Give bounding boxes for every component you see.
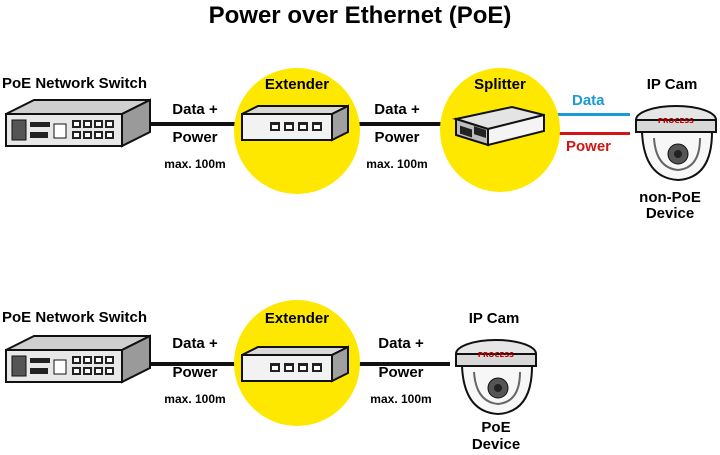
cable-extender-to-splitter bbox=[350, 122, 445, 126]
ip-camera-poe-icon: PROCESS bbox=[455, 339, 537, 416]
data-output-label: Data bbox=[572, 92, 605, 109]
link3-data-label: Data + bbox=[172, 335, 218, 352]
device-type-line1: non-PoE bbox=[639, 189, 701, 206]
device-type-line2-2: Device bbox=[471, 436, 521, 453]
link4-power-label: Power bbox=[378, 364, 424, 381]
diagram-title: Power over Ethernet (PoE) bbox=[208, 2, 512, 29]
power-line bbox=[552, 132, 630, 135]
switch-label: PoE Network Switch bbox=[2, 75, 148, 92]
link3-power-label: Power bbox=[172, 364, 218, 381]
extender-label: Extender bbox=[264, 76, 330, 93]
camera-label: IP Cam bbox=[646, 76, 698, 93]
cable-switch-to-extender-2 bbox=[150, 362, 240, 366]
link2-power-label: Power bbox=[374, 129, 420, 146]
link1-distance-label: max. 100m bbox=[164, 157, 226, 171]
device-type-line2: Device bbox=[645, 205, 695, 222]
camera-brand-text: PROCESS bbox=[658, 117, 694, 125]
link2-data-label: Data + bbox=[374, 101, 420, 118]
link1-data-label: Data + bbox=[172, 101, 218, 118]
link1-power-label: Power bbox=[172, 129, 218, 146]
link4-distance-label: max. 100m bbox=[370, 392, 432, 406]
poe-switch-icon bbox=[5, 98, 151, 148]
splitter-device-icon bbox=[452, 105, 545, 147]
device-type-line1-2: PoE bbox=[481, 419, 511, 436]
link3-distance-label: max. 100m bbox=[164, 392, 226, 406]
link4-data-label: Data + bbox=[378, 335, 424, 352]
cable-extender-to-camera bbox=[350, 362, 450, 366]
camera-label-2: IP Cam bbox=[468, 310, 520, 327]
data-line bbox=[552, 113, 630, 116]
ip-camera-non-poe-icon: PROCESS bbox=[635, 105, 717, 182]
camera-brand-text-2: PROCESS bbox=[478, 351, 514, 359]
cable-switch-to-extender bbox=[150, 122, 240, 126]
power-output-label: Power bbox=[566, 138, 612, 155]
extender-label-2: Extender bbox=[264, 310, 330, 327]
splitter-label: Splitter bbox=[474, 76, 526, 93]
link2-distance-label: max. 100m bbox=[366, 157, 428, 171]
extender-device-icon-2 bbox=[241, 345, 349, 383]
poe-switch-icon-2 bbox=[5, 334, 151, 384]
switch-label-2: PoE Network Switch bbox=[2, 309, 148, 326]
extender-device-icon bbox=[241, 104, 349, 142]
row-1-non-poe-setup: PoE Network Switch Extender Splitter IP … bbox=[2, 68, 717, 222]
